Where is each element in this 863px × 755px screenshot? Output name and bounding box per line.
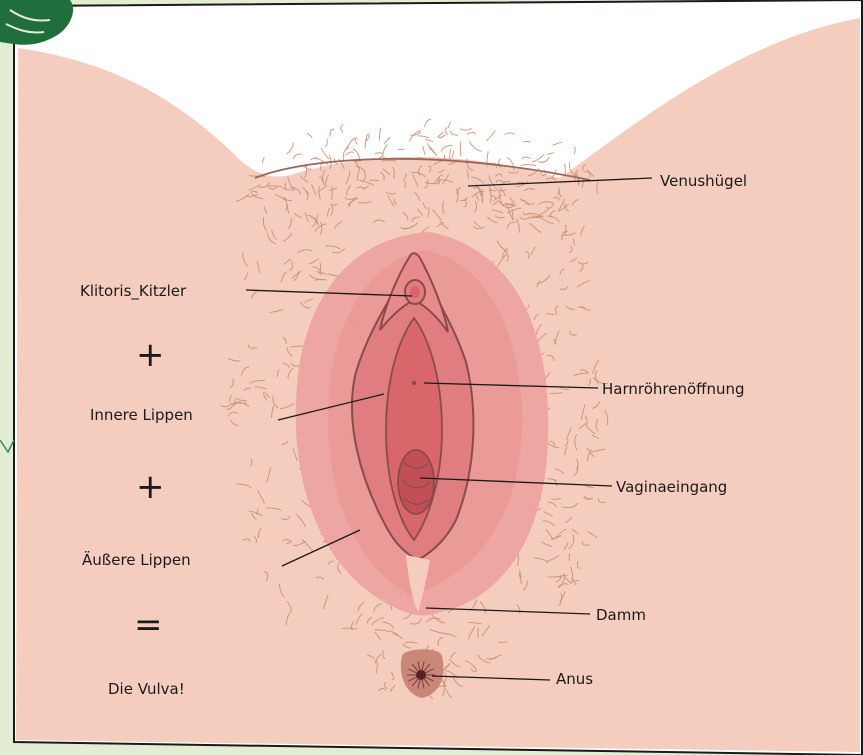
- label-aeussere-lippen: Äußere Lippen: [82, 550, 191, 569]
- checkmark-icon: [0, 440, 14, 452]
- label-die-vulva: Die Vulva!: [108, 680, 185, 698]
- equals-sign: =: [134, 605, 163, 645]
- urethral-opening: [412, 381, 416, 385]
- plus-sign-1: +: [136, 335, 165, 375]
- label-klitoris: Klitoris_Kitzler: [80, 282, 187, 301]
- label-anus: Anus: [556, 670, 593, 688]
- label-damm: Damm: [596, 606, 646, 624]
- vaginal-opening: [398, 450, 434, 514]
- label-innere-lippen: Innere Lippen: [90, 406, 193, 424]
- label-vaginaeingang: Vaginaeingang: [616, 478, 727, 496]
- clitoris-glans: [405, 280, 425, 304]
- label-harnroehre: Harnröhrenöffnung: [602, 380, 745, 398]
- plus-sign-2: +: [136, 467, 165, 507]
- label-venushuegel: Venushügel: [660, 172, 747, 190]
